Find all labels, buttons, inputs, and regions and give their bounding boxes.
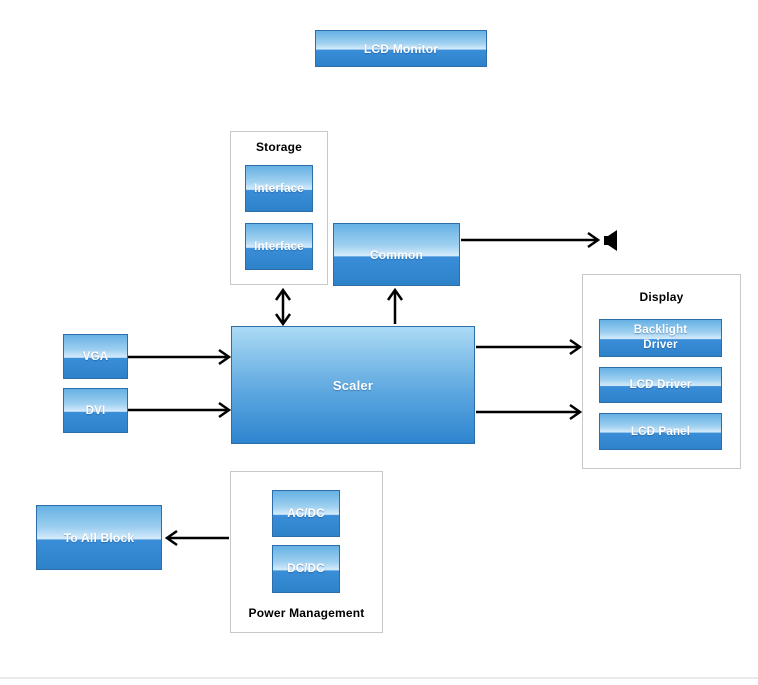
arrowhead <box>274 287 292 301</box>
arrowhead <box>218 348 232 366</box>
node-to-all-block: To All Block <box>36 505 162 570</box>
node-backlight-driver: Backlight Driver <box>599 319 722 357</box>
node-dc-dc: DC/DC <box>272 545 340 593</box>
node-ac-dc: AC/DC <box>272 490 340 537</box>
speaker-icon <box>604 230 617 251</box>
arrowhead <box>386 287 404 301</box>
group-power-management-label: Power Management <box>248 606 365 620</box>
group-storage-label: Storage <box>255 140 303 154</box>
bottom-divider <box>0 677 758 679</box>
node-scaler: Scaler <box>231 326 475 444</box>
node-common: Common <box>333 223 460 286</box>
arrowhead <box>274 313 292 327</box>
backlight-driver-line2: Driver <box>643 339 678 351</box>
node-lcd-monitor: LCD Monitor <box>315 30 487 67</box>
backlight-driver-line1: Backlight <box>633 324 688 336</box>
node-interface-2: Interface <box>245 223 313 270</box>
arrowhead <box>587 231 601 249</box>
node-lcd-panel: LCD Panel <box>599 413 722 450</box>
arrowhead <box>218 401 232 419</box>
arrowhead <box>569 403 583 421</box>
group-display-label: Display <box>639 290 684 304</box>
arrowhead <box>164 529 178 547</box>
node-interface-1: Interface <box>245 165 313 212</box>
node-dvi: DVI <box>63 388 128 433</box>
node-lcd-driver: LCD Driver <box>599 367 722 403</box>
arrowhead <box>569 338 583 356</box>
node-vga: VGA <box>63 334 128 379</box>
